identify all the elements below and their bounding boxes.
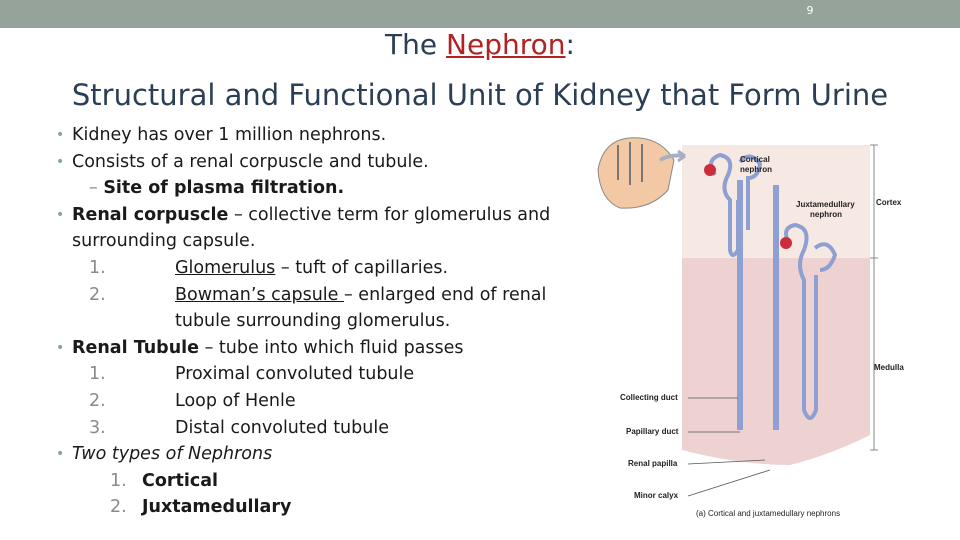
bullet-1: •Kidney has over 1 million nephrons. [56, 122, 592, 149]
dash-icon: – [89, 178, 104, 199]
label-medulla: Medulla [874, 363, 904, 372]
slide-title: The Nephron: [0, 28, 960, 62]
bullet-dot-icon: • [56, 446, 65, 463]
bullet-dot-icon: • [56, 206, 65, 223]
title-highlight: Nephron [446, 28, 566, 61]
label-cortical-nephron-2: nephron [740, 165, 772, 174]
bullet-4-item-3: 3.Distal convoluted tubule [89, 417, 389, 438]
label-cortex: Cortex [876, 198, 902, 207]
glomerulus-icon [704, 164, 716, 176]
bullet-5: •Two types of Nephrons [56, 441, 592, 468]
bullet-dot-icon: • [56, 339, 65, 356]
bullet-2-sub: – Site of plasma filtration. [89, 178, 345, 199]
bullet-4-item-1: 1.Proximal convoluted tubule [89, 364, 415, 385]
title-bar: 9 [0, 0, 960, 28]
bullet-3-item-2-continuation: tubule surrounding glomerulus. [175, 311, 451, 332]
label-cortical-nephron: Cortical [740, 155, 770, 164]
figure-caption: (a) Cortical and juxtamedullary nephrons [696, 509, 840, 518]
bullet-list: •Kidney has over 1 million nephrons. •Co… [56, 122, 592, 521]
bullet-3-continuation: surrounding capsule. [72, 231, 256, 252]
bullet-5-item-2: 2.Juxtamedullary [110, 497, 292, 518]
kidney-inset-icon [597, 137, 686, 209]
bullet-3-item-1: 1.Glomerulus – tuft of capillaries. [89, 257, 449, 278]
region-bracket [870, 144, 878, 451]
bullet-dot-icon: • [56, 127, 65, 143]
bullet-5-item-1: 1.Cortical [110, 470, 219, 491]
slide-subtitle: Structural and Functional Unit of Kidney… [71, 78, 889, 112]
slide-number: 9 [806, 4, 814, 17]
cortical-nephron [709, 152, 763, 257]
bullet-dot-icon: • [56, 153, 65, 170]
nephron-diagram: Cortical nephron Juxtamedullary nephron … [597, 137, 904, 518]
bullet-3: •Renal corpuscle – collective term for g… [56, 202, 592, 229]
label-papillary-duct: Papillary duct [626, 427, 679, 436]
bullet-4-item-2: 2.Loop of Henle [89, 390, 296, 411]
title-suffix: : [565, 28, 575, 61]
label-collecting-duct: Collecting duct [620, 393, 678, 402]
bullet-2: •Consists of a renal corpuscle and tubul… [56, 149, 592, 176]
bullet-3-item-2: 2.Bowman’s capsule – enlarged end of ren… [89, 284, 547, 305]
label-renal-papilla: Renal papilla [628, 459, 678, 468]
juxtamedullary-nephron [784, 222, 838, 420]
label-juxtamedullary-2: nephron [810, 210, 842, 219]
leader-lines [687, 397, 771, 497]
glomerulus-icon [780, 237, 792, 249]
title-prefix: The [385, 28, 447, 61]
bullet-4: •Renal Tubule – tube into which fluid pa… [56, 335, 592, 362]
label-juxtamedullary: Juxtamedullary [796, 200, 855, 209]
label-minor-calyx: Minor calyx [634, 491, 679, 500]
